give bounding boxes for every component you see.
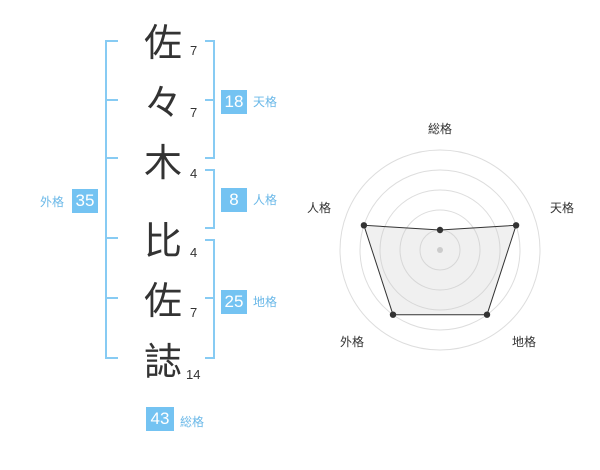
soukaku-label: 総格 bbox=[180, 415, 205, 429]
name-char-3: 木 bbox=[143, 141, 182, 185]
name-char-1: 佐 bbox=[143, 21, 182, 65]
jinkaku-value-badge: 8 bbox=[221, 188, 247, 212]
radar-axis-label-5: 人格 bbox=[307, 200, 331, 215]
stroke-count-4: 4 bbox=[190, 245, 198, 260]
radar-point-1 bbox=[436, 226, 444, 234]
jinkaku-label: 人格 bbox=[253, 193, 278, 207]
radar-grid-ring bbox=[339, 149, 541, 351]
radar-axis-label-4: 外格 bbox=[340, 334, 364, 349]
gaikaku-value-badge: 35 bbox=[72, 189, 98, 213]
radar-point-2 bbox=[512, 222, 520, 229]
radar-grid-ring bbox=[399, 209, 481, 291]
gaikaku-bracket bbox=[105, 40, 118, 359]
name-char-2: 々 bbox=[143, 81, 182, 125]
name-char-5: 佐 bbox=[143, 279, 182, 323]
tenkaku-value-badge: 18 bbox=[221, 90, 247, 114]
jinkaku-bracket bbox=[205, 169, 215, 229]
stroke-count-2: 7 bbox=[190, 105, 198, 120]
chikaku-label: 地格 bbox=[253, 295, 278, 309]
radar-point-4 bbox=[389, 311, 397, 318]
radar-axis-label-2: 天格 bbox=[550, 200, 574, 215]
radar-grid-ring bbox=[359, 169, 521, 331]
radar-data-area bbox=[363, 224, 517, 316]
name-char-4: 比 bbox=[143, 219, 182, 263]
stroke-count-6: 14 bbox=[186, 367, 201, 382]
radar-point-5 bbox=[360, 222, 368, 229]
chikaku-value-badge: 25 bbox=[221, 290, 247, 314]
stroke-count-5: 7 bbox=[190, 305, 198, 320]
gaikaku-label: 外格 bbox=[40, 195, 65, 209]
radar-grid-ring bbox=[379, 189, 501, 311]
stroke-count-3: 4 bbox=[190, 166, 198, 181]
radar-center-dot bbox=[437, 247, 443, 253]
stroke-count-1: 7 bbox=[190, 43, 198, 58]
name-char-6: 誌 bbox=[143, 340, 182, 384]
radar-axis-label-1: 総格 bbox=[428, 121, 452, 136]
soukaku-value-badge: 43 bbox=[146, 407, 174, 431]
tenkaku-label: 天格 bbox=[253, 95, 278, 109]
radar-point-3 bbox=[483, 311, 491, 318]
radar-axis-label-3: 地格 bbox=[512, 334, 536, 349]
